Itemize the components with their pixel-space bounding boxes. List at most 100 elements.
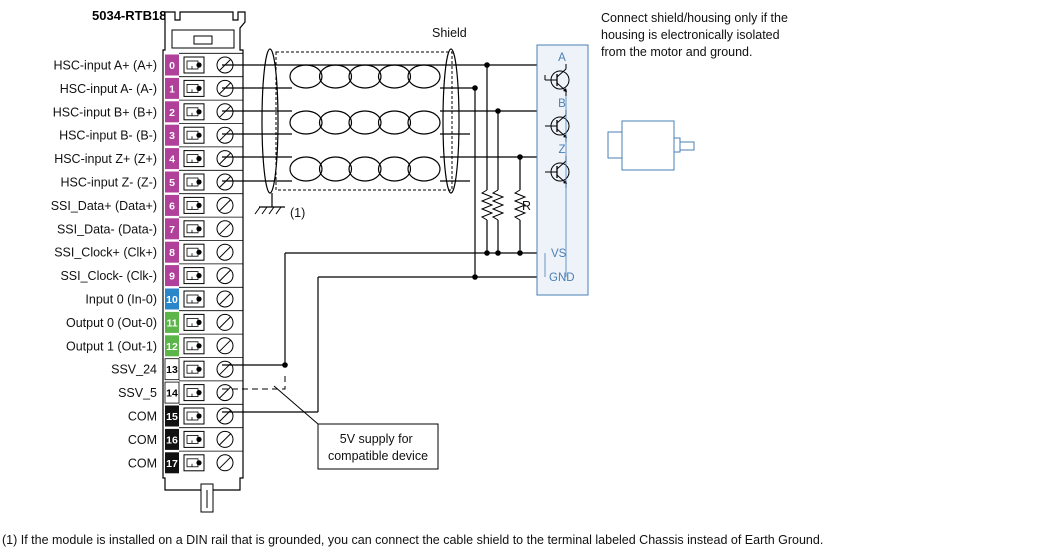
terminal-row: SSI_Data+ (Data+)6 [51,193,243,216]
terminal-label: HSC-input A- (A-) [60,82,157,96]
terminal-clamp [183,267,205,285]
terminal-number: 11 [166,317,177,329]
terminal-label: SSV_5 [118,386,157,400]
terminal-clamp [183,360,205,378]
terminal-contact-icon [196,413,202,419]
encoder-channel-label: B [558,98,566,110]
terminal-label: SSI_Clock- (Clk-) [60,269,157,283]
terminal-clamp [183,407,205,425]
terminal-number-tab [165,288,179,310]
terminal-number-tab [164,358,180,381]
terminal-contact-icon [196,132,202,138]
housing-note-line: housing is electronically isolated [601,28,780,42]
terminal-clamp [183,103,205,121]
terminal-label: COM [128,433,157,447]
terminal-contact-icon [196,62,202,68]
terminal-clamp [183,150,205,168]
terminal-contact-icon [196,296,202,302]
shield-ellipse-left [261,48,279,194]
terminal-contact-icon [196,366,202,372]
terminal-label: HSC-input Z+ (Z+) [54,152,157,166]
terminal-number: 15 [166,411,178,423]
terminal-label: COM [128,410,157,424]
terminal-row: SSV_5 14 [118,380,243,404]
encoder-vs-label: VS [551,248,567,260]
terminal-contact-icon [196,343,202,349]
terminal-number: 0 [169,60,175,72]
terminal-row: HSC-input B+ (B+) 2 [53,99,243,123]
terminal-clamp [183,430,205,448]
terminal-row: SSI_Data- (Data-) 7 [57,216,243,240]
terminal-number: 16 [166,434,178,446]
terminal-label: Input 0 (In-0) [85,293,157,307]
terminal-clamp [183,173,205,191]
housing-note: Connect shield/housing only if the housi… [601,11,791,59]
terminal-label: HSC-input Z- (Z-) [60,176,157,190]
terminal-contact-icon [196,226,202,232]
ssv5-dashed-wire [222,372,286,390]
terminal-contact-icon [196,460,202,466]
twisted-pair [289,64,441,89]
terminal-contact-icon [196,390,202,396]
terminal-clamp [183,243,205,261]
terminal-clamp [183,290,205,308]
signal-wires [222,64,546,413]
encoder-channel-label: A [558,52,566,64]
terminal-contact-icon [196,109,202,115]
terminal-clamp [183,337,205,355]
terminal-number: 2 [169,107,175,119]
terminal-number-tab [165,265,179,287]
terminal-number-tab [165,124,179,146]
terminal-clamp [183,313,205,331]
terminal-row: HSC-input B- (B-) 3 [59,123,243,146]
terminal-clamp [183,196,205,214]
twisted-pair [289,110,441,135]
terminal-number: 9 [169,271,175,283]
terminal-number: 4 [169,154,175,166]
terminal-label: HSC-input B- (B-) [59,129,157,143]
terminal-label: SSI_Data+ (Data+) [51,199,157,213]
terminal-number-tab [165,194,179,216]
terminal-label: Output 0 (Out-0) [66,316,157,330]
terminal-contact-icon [196,319,202,325]
terminal-contact-icon [196,85,202,91]
cable-shield-outline [275,51,453,191]
supply-callout-box [317,423,439,470]
shield-label: Shield [432,26,467,40]
terminal-number-tab [165,452,179,474]
terminal-number: 8 [169,247,175,259]
terminal-row: Input 0 (In-0) 10 [85,286,243,310]
terminal-number: 3 [169,130,175,142]
terminal-number-tab [165,241,179,263]
terminal-contact-icon [196,273,202,279]
earth-ground-icon [254,193,285,215]
terminal-number: 7 [169,224,175,236]
twisted-pair [289,156,441,182]
terminal-label: SSI_Data- (Data-) [57,222,157,236]
terminal-label: HSC-input B+ (B+) [53,105,157,119]
supply-callout-leader [273,385,319,425]
twisted-pairs [289,64,441,182]
terminal-clamp [183,454,205,472]
terminal-clamp [183,220,205,238]
encoder-motor-icon [607,120,695,171]
terminal-contact-icon [196,436,202,442]
terminal-number: 10 [166,294,178,306]
npn-transistor-icon [545,64,570,96]
terminal-label: SSV_24 [111,363,157,377]
pull-up-resistors [480,189,527,221]
terminal-row: HSC-input Z- (Z-)5 [60,169,243,193]
terminal-number-tab [165,77,179,99]
terminal-number-tab [165,148,179,170]
footnote: (1) If the module is installed on a DIN … [2,533,823,547]
encoder-gnd-label: GND [549,272,575,284]
resistor-label: R [522,199,531,213]
terminal-number: 14 [166,388,178,400]
terminal-contact-icon [196,156,202,162]
terminal-label: COM [128,456,157,470]
terminal-row: COM 16 [128,427,243,450]
encoder-transistors: ABZ [544,52,570,277]
encoder-box [536,44,589,296]
